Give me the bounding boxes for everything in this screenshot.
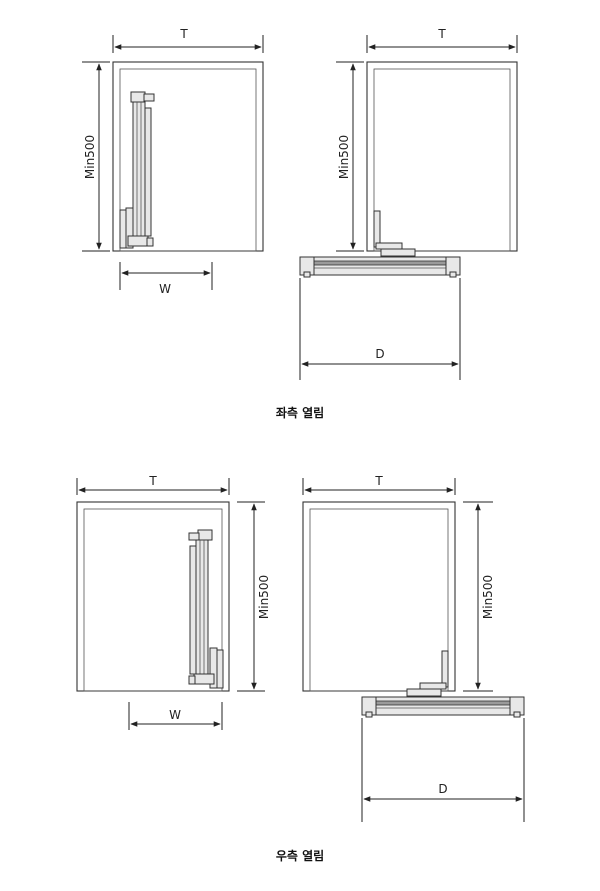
bottom-right-view: T Min500 D — [302, 474, 525, 822]
cabinet-inner — [373, 68, 511, 252]
height-dimension-label: Min500 — [257, 575, 271, 619]
t-dimension-label: T — [179, 27, 188, 41]
cabinet-inner — [83, 508, 223, 692]
slide-rail — [188, 529, 224, 689]
cabinet-outer — [366, 61, 518, 252]
cabinet-inner — [119, 68, 257, 252]
top-left-view: T Min500 W — [82, 27, 264, 296]
w-dimension-label: W — [159, 282, 171, 296]
d-dimension-label: D — [375, 347, 384, 361]
d-dimension-label: D — [438, 782, 447, 796]
t-dimension-label: T — [148, 474, 157, 488]
cabinet-inner — [309, 508, 449, 692]
hinge-bracket — [373, 210, 381, 248]
cabinet-outer — [302, 501, 456, 692]
extended-rail — [361, 696, 525, 718]
bottom-left-view: T Min500 W — [76, 474, 271, 730]
w-dimension-label: W — [169, 708, 181, 722]
t-dimension-label: T — [374, 474, 383, 488]
t-dimension-label: T — [437, 27, 446, 41]
hinge-bracket — [441, 650, 449, 688]
extended-rail — [299, 256, 461, 278]
slide-rail — [119, 91, 155, 249]
height-dimension-label: Min500 — [83, 135, 97, 179]
top-caption: 좌측 열림 — [276, 405, 324, 420]
height-dimension-label: Min500 — [481, 575, 495, 619]
top-right-view: T Min500 D — [299, 27, 518, 380]
bottom-caption: 우측 열림 — [276, 848, 324, 863]
height-dimension-label: Min500 — [337, 135, 351, 179]
